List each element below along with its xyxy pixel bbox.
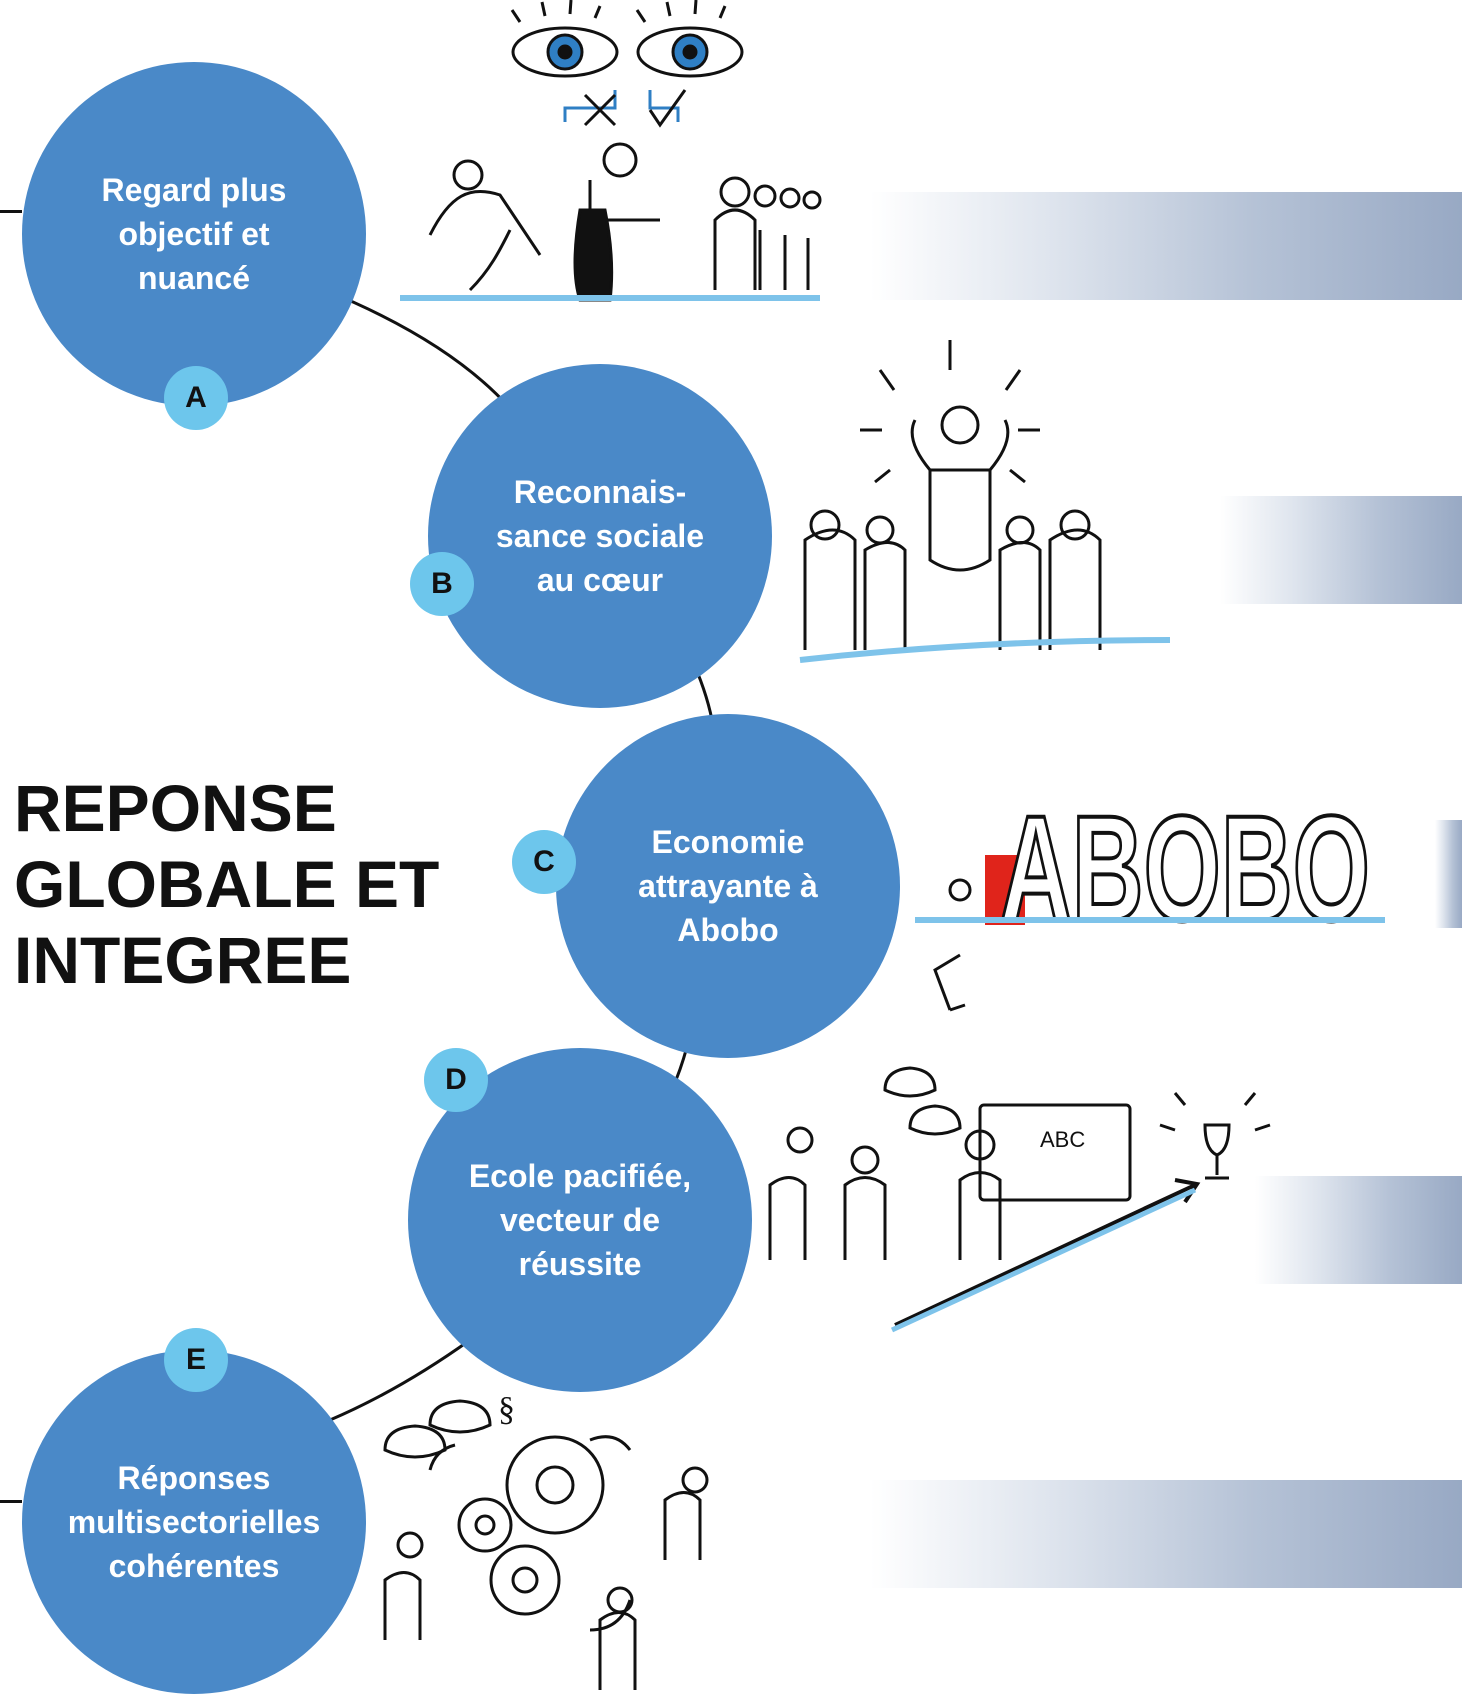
abobo-letters-illustration: ABOBO (915, 782, 1385, 1012)
abobo-letters-text: ABOBO (1000, 784, 1370, 952)
node-a-badge: A (164, 366, 228, 430)
gears-illustration: § (383, 1391, 709, 1690)
node-d-line-3: réussite (518, 1246, 642, 1282)
classroom-illustration: ABC (768, 1066, 1271, 1333)
left-tick-bottom (0, 1500, 22, 1503)
left-tick-top (0, 210, 22, 213)
node-d-line-2: vecteur de (499, 1202, 661, 1238)
node-a-circle: Regard plus objectif et nuancé (22, 62, 366, 406)
node-b-label: Reconnais- sance sociale au cœur (455, 470, 745, 602)
node-d-label: Ecole pacifiée, vecteur de réussite (435, 1154, 725, 1286)
node-b-line-3: au cœur (536, 562, 664, 598)
node-c-label: Economie attrayante à Abobo (583, 820, 873, 952)
gradient-bar-d (1255, 1176, 1462, 1284)
node-b-circle: Reconnais- sance sociale au cœur (428, 364, 772, 708)
node-a-line-3: nuancé (137, 260, 251, 296)
node-d-line-1: Ecole pacifiée, (468, 1158, 692, 1194)
title-line-3: INTEGREE (14, 923, 352, 997)
page-title: REPONSE GLOBALE ET INTEGREE (14, 770, 439, 998)
node-c-circle: Economie attrayante à Abobo (556, 714, 900, 1058)
node-e-badge: E (164, 1328, 228, 1392)
section-sign: § (498, 1391, 515, 1428)
node-b-badge: B (410, 552, 474, 616)
node-e-circle: Réponses multisectorielles cohérentes (22, 1350, 366, 1694)
node-a-line-2: objectif et (118, 216, 270, 252)
title-line-2: GLOBALE ET (14, 847, 440, 921)
node-e-label: Réponses multisectorielles cohérentes (49, 1456, 339, 1588)
title-line-1: REPONSE (14, 771, 337, 845)
gradient-bar-c (1435, 820, 1462, 928)
crowd-cheering-illustration (799, 340, 1171, 663)
node-c-line-2: attrayante à (638, 868, 818, 904)
node-c-badge: C (512, 830, 576, 894)
gradient-bar-b (1220, 496, 1462, 604)
connector-arc (324, 288, 714, 1422)
node-c-line-3: Abobo (677, 912, 779, 948)
node-a-label: Regard plus objectif et nuancé (49, 168, 339, 300)
gradient-bar-a (870, 192, 1462, 300)
node-e-line-3: cohérentes (108, 1548, 280, 1584)
node-e-line-1: Réponses (117, 1460, 271, 1496)
node-b-line-1: Reconnais- (513, 474, 687, 510)
node-a-line-1: Regard plus (101, 172, 287, 208)
eyes-people-illustration (400, 0, 822, 302)
node-c-line-1: Economie (651, 824, 805, 860)
node-e-line-2: multisectorielles (67, 1504, 321, 1540)
node-b-line-2: sance sociale (495, 518, 705, 554)
board-text: ABC (1040, 1127, 1085, 1152)
gradient-bar-e (870, 1480, 1462, 1588)
node-d-badge: D (424, 1048, 488, 1112)
